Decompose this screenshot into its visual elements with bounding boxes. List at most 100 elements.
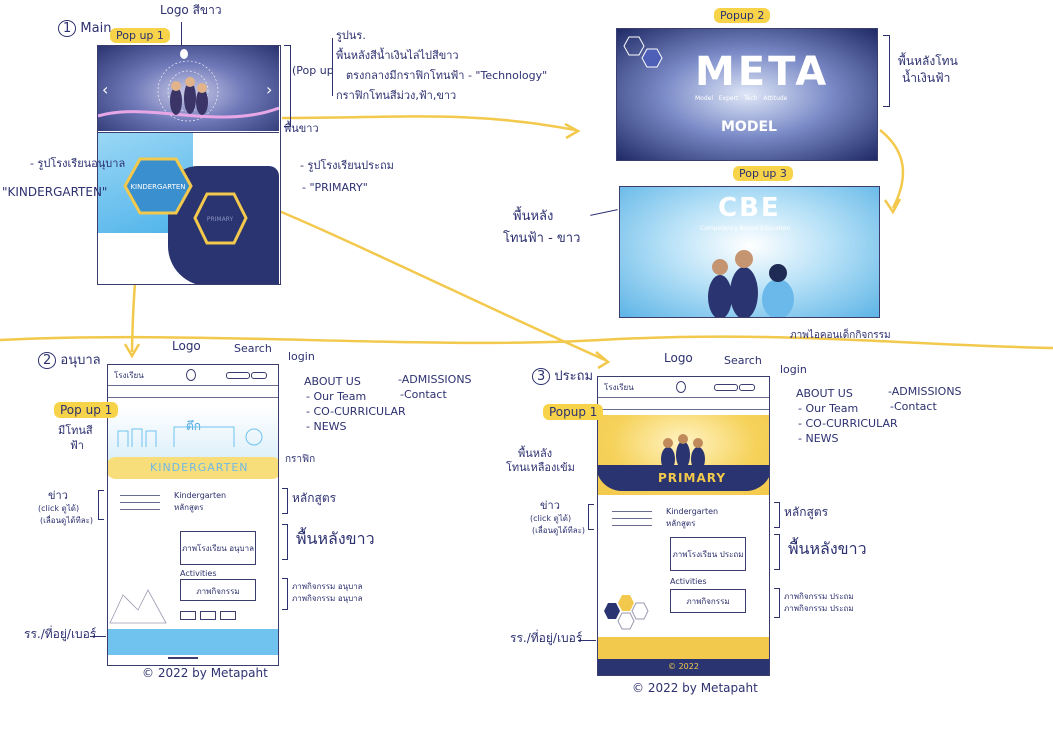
section3-popup-tag: Popup 1 bbox=[543, 404, 604, 420]
section3-nav-2: - CO-CURRICULAR bbox=[798, 417, 898, 430]
k-activity-box-label: ภาพกิจกรรม bbox=[196, 587, 240, 596]
note-white-bg: พื้นขาว bbox=[284, 122, 319, 135]
popup3-note-1: พื้นหลัง bbox=[513, 209, 554, 224]
p-banner-ribbon bbox=[598, 465, 769, 491]
divider-line bbox=[0, 335, 1053, 350]
section2-activity-bracket bbox=[282, 578, 288, 610]
section3-nav-right-1: -Contact bbox=[890, 400, 937, 413]
logo-pointer-line bbox=[181, 22, 182, 48]
section3-nav-right-0: -ADMISSIONS bbox=[888, 385, 962, 398]
p-news-list[interactable] bbox=[612, 511, 652, 526]
k-login-button[interactable] bbox=[251, 372, 267, 379]
section3-bg-bracket bbox=[774, 534, 780, 570]
hero-banner[interactable]: ‹ › bbox=[98, 46, 280, 131]
section3-news-bracket bbox=[588, 504, 594, 530]
popup-bracket bbox=[284, 45, 291, 127]
popup-bracket-label: (Pop up bbox=[292, 64, 334, 77]
popup2-subtitle: MODEL bbox=[721, 119, 777, 135]
popup2-hexagon-graphic bbox=[623, 36, 663, 68]
hex-primary-label: PRIMARY bbox=[207, 216, 234, 223]
popup2-mockup: META Model Expert Tech Attitude MODEL bbox=[616, 28, 878, 161]
popup3-title: CBE bbox=[718, 193, 781, 223]
popup3-note-2: โทนฟ้า - ขาว bbox=[503, 231, 581, 246]
p-footer-dark: © 2022 bbox=[598, 659, 769, 675]
k-footer bbox=[108, 629, 278, 655]
popup3-students-graphic bbox=[708, 250, 794, 317]
p-activities-label: Activities bbox=[670, 577, 707, 586]
section2-heading: 2 อนุบาล bbox=[38, 352, 101, 369]
section2-news-bracket bbox=[98, 490, 104, 520]
section3-logo-label: Logo bbox=[664, 351, 693, 365]
section1-logo-label: Logo สีขาว bbox=[160, 3, 222, 17]
popup3-note-bottom: ภาพไอคอนเด็กกิจกรรม bbox=[790, 330, 891, 341]
k-navbar[interactable] bbox=[108, 385, 278, 386]
section1-number: 1 bbox=[58, 20, 77, 37]
section3-popup-note-1: พื้นหลัง bbox=[518, 447, 553, 460]
k-logo[interactable] bbox=[186, 369, 196, 381]
section3-news-note2: (เลื่อนดูได้ทีละ) bbox=[532, 526, 586, 535]
hero-graphic bbox=[98, 49, 280, 122]
p-footer bbox=[598, 637, 769, 659]
section2-nav-0: ABOUT US bbox=[304, 375, 361, 388]
note-technology: ตรงกลางมีกราฟิกโทนฟ้า - "Technology" bbox=[346, 69, 548, 82]
k-banner-ribbon bbox=[108, 457, 278, 479]
p-school-name[interactable]: โรงเรียน bbox=[604, 383, 634, 392]
section1-title: Main bbox=[80, 21, 112, 36]
k-building-label: ตึก bbox=[186, 419, 202, 433]
section2-curriculum-label: หลักสูตร bbox=[292, 491, 337, 505]
section2-bg-white: พื้นหลังขาว bbox=[296, 529, 375, 548]
section3-activity-note-2: ภาพกิจกรรม ประถม bbox=[784, 604, 854, 613]
section2-logo-label: Logo bbox=[172, 339, 201, 353]
section3-activity-bracket bbox=[774, 588, 780, 618]
k-school-image-box[interactable]: ภาพโรงเรียน อนุบาล bbox=[180, 531, 256, 565]
carousel-prev-button[interactable]: ‹ bbox=[102, 80, 109, 99]
k-school-image-label: ภาพโรงเรียน อนุบาล bbox=[181, 544, 254, 553]
p-activity-box[interactable]: ภาพกิจกรรม bbox=[670, 589, 746, 613]
section3-curriculum-bracket bbox=[774, 502, 780, 528]
k-course-sub: หลักสูตร bbox=[174, 503, 204, 512]
section1-popup-tag: Pop up 1 bbox=[110, 28, 170, 43]
section2-activity-note-1: ภาพกิจกรรม อนุบาล bbox=[292, 582, 363, 591]
p-footer-copy: © 2022 bbox=[668, 662, 699, 671]
section2-copyright: © 2022 by Metapaht bbox=[142, 666, 268, 680]
hex-kindergarten-label: KINDERGARTEN bbox=[130, 183, 185, 191]
note-background: พื้นหลังสีน้ำเงินไล่ไปสีขาว bbox=[336, 49, 459, 62]
section2-news-note: (click ดูได้) bbox=[38, 504, 80, 513]
section3-login-label: login bbox=[780, 363, 807, 376]
p-navbar[interactable] bbox=[598, 397, 769, 398]
p-activity-box-label: ภาพกิจกรรม bbox=[686, 597, 730, 606]
section2-popup-tag: Pop up 1 bbox=[54, 402, 119, 418]
section2-popup-note-1: มีโทนสี bbox=[58, 424, 93, 437]
section2-footer-arrow bbox=[90, 636, 106, 638]
k-news-list[interactable] bbox=[120, 495, 160, 510]
k-hero-sketch bbox=[117, 426, 263, 447]
k-activity-thumbs[interactable] bbox=[180, 605, 260, 620]
kindergarten-hexagon[interactable]: KINDERGARTEN bbox=[123, 156, 193, 216]
primary-hexagon[interactable]: PRIMARY bbox=[193, 191, 248, 246]
note-student-photo: รูปนร. bbox=[336, 29, 366, 42]
p-login-button[interactable] bbox=[739, 384, 755, 391]
k-activity-box[interactable]: ภาพกิจกรรม bbox=[180, 579, 256, 601]
p-banner-text: PRIMARY bbox=[658, 471, 727, 485]
section1-heading: 1 Main bbox=[58, 20, 112, 37]
popup2-note-1: พื้นหลังโทน bbox=[898, 54, 958, 68]
k-school-name[interactable]: โรงเรียน bbox=[114, 371, 144, 380]
arrow-to-popup2 bbox=[281, 115, 576, 132]
carousel-next-button[interactable]: › bbox=[266, 80, 273, 99]
popup2-note-2: น้ำเงินฟ้า bbox=[902, 71, 951, 85]
main-page-mockup: ‹ › KINDERGARTEN PRIMARY bbox=[97, 45, 281, 285]
section2-news-note2: (เลื่อนดูได้ทีละ) bbox=[40, 516, 94, 525]
p-logo[interactable] bbox=[676, 381, 686, 393]
popup2-tag: Popup 2 bbox=[714, 8, 771, 23]
popup2-word-model: Model bbox=[695, 95, 714, 102]
section2-activity-note-2: ภาพกิจกรรม อนุบาล bbox=[292, 594, 363, 603]
popup2-title: META bbox=[695, 49, 830, 95]
p-search-input[interactable] bbox=[714, 384, 738, 391]
section2-search-label: Search bbox=[234, 342, 272, 355]
k-search-input[interactable] bbox=[226, 372, 250, 379]
p-school-image-box[interactable]: ภาพโรงเรียน ประถม bbox=[670, 537, 746, 571]
section2-login-label: login bbox=[288, 350, 315, 363]
k-activities-label: Activities bbox=[180, 569, 217, 578]
section3-footer-note: รร./ที่อยู่/เบอร์ bbox=[510, 631, 583, 645]
section3-activity-note-1: ภาพกิจกรรม ประถม bbox=[784, 592, 854, 601]
